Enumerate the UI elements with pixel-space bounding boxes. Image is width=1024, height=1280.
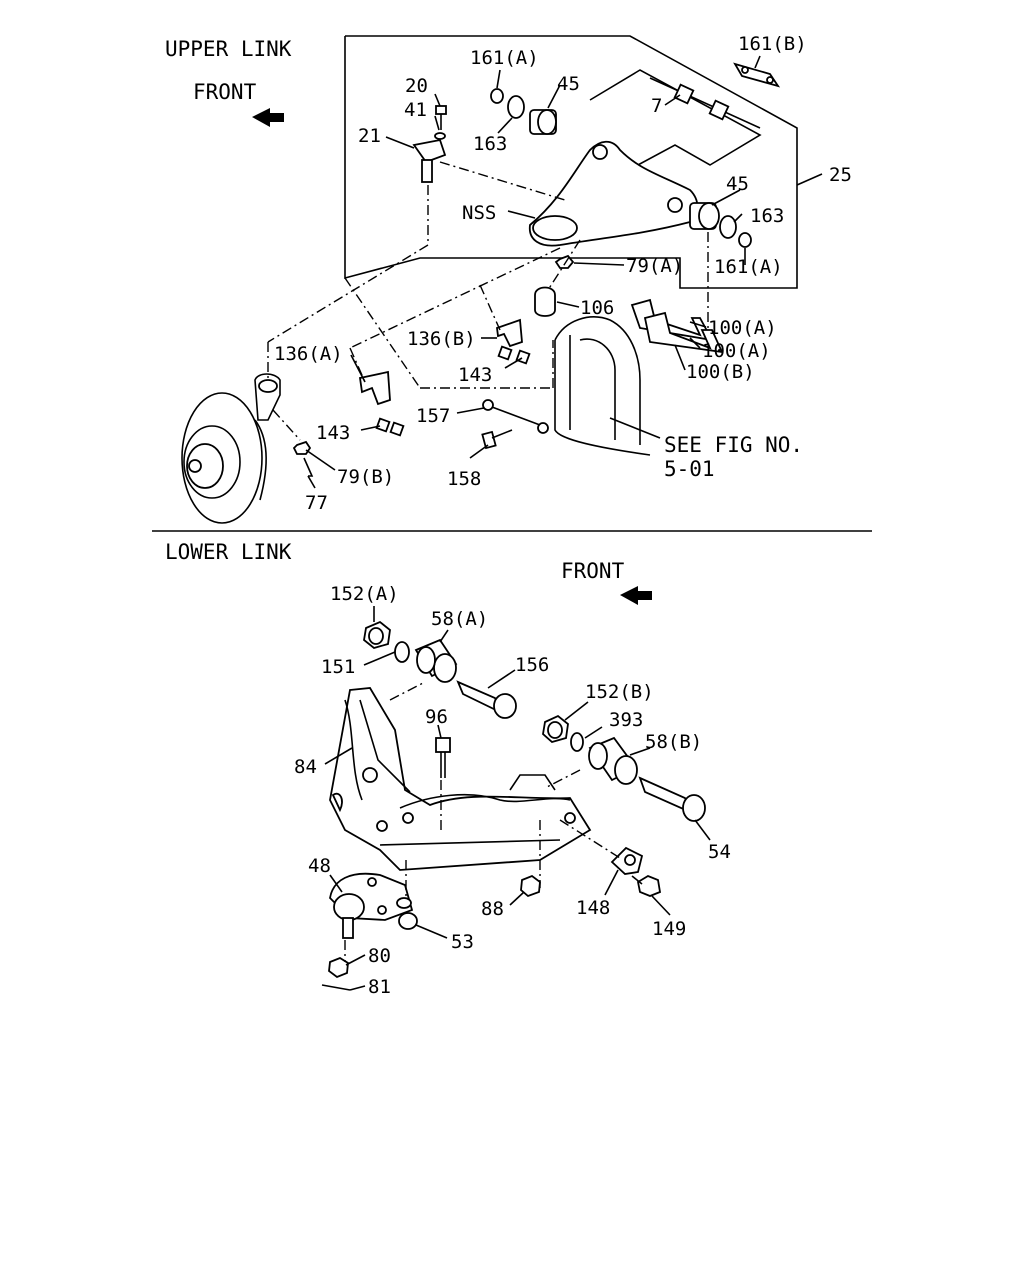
assembly-25-outline bbox=[344, 35, 798, 289]
label-21: 21 bbox=[358, 125, 381, 147]
bushing-45-top bbox=[529, 109, 557, 135]
label-136a: 136(A) bbox=[274, 343, 343, 365]
nut-152a bbox=[363, 620, 391, 649]
nut-88 bbox=[520, 874, 541, 898]
lower-front-arrow-icon bbox=[620, 586, 652, 605]
label-45-top: 45 bbox=[557, 73, 580, 95]
bolt-158 bbox=[481, 429, 513, 450]
label-54: 54 bbox=[708, 841, 731, 863]
label-58b: 58(B) bbox=[645, 731, 702, 753]
lower-front-label: FRONT bbox=[561, 559, 625, 583]
label-77: 77 bbox=[305, 492, 328, 514]
label-158: 158 bbox=[447, 468, 481, 490]
label-151: 151 bbox=[321, 656, 355, 678]
bolt-53 bbox=[396, 897, 418, 930]
assembly-inner-bracket bbox=[589, 69, 762, 181]
lower-control-arm bbox=[329, 687, 592, 871]
bump-stopper-106 bbox=[534, 286, 556, 317]
nut-80 bbox=[328, 956, 349, 979]
label-143-low: 143 bbox=[316, 422, 350, 444]
label-106: 106 bbox=[580, 297, 614, 319]
label-161a-right: 161(A) bbox=[714, 256, 783, 278]
upper-control-arm bbox=[528, 140, 699, 247]
label-20: 20 bbox=[405, 75, 428, 97]
nut-79b bbox=[292, 440, 312, 455]
label-80: 80 bbox=[368, 945, 391, 967]
nut-79a bbox=[554, 254, 575, 269]
washer-151 bbox=[394, 641, 410, 663]
label-nss: NSS bbox=[462, 202, 496, 224]
cotter-pin-81 bbox=[321, 984, 351, 991]
upper-front-label: FRONT bbox=[193, 80, 257, 104]
ball-joint-21 bbox=[412, 105, 447, 183]
label-100b: 100(B) bbox=[686, 361, 755, 383]
washer-163-right bbox=[719, 215, 737, 239]
label-163-top: 163 bbox=[473, 133, 507, 155]
label-136b: 136(B) bbox=[407, 328, 476, 350]
label-161b: 161(B) bbox=[738, 33, 807, 55]
label-163-right: 163 bbox=[750, 205, 784, 227]
label-45-right: 45 bbox=[726, 173, 749, 195]
label-100a-1: 100(A) bbox=[708, 317, 777, 339]
label-53: 53 bbox=[451, 931, 474, 953]
label-88: 88 bbox=[481, 898, 504, 920]
bolt-149 bbox=[631, 874, 662, 897]
bushing-58a bbox=[414, 638, 458, 683]
shaft-7 bbox=[649, 77, 761, 129]
label-48: 48 bbox=[308, 855, 331, 877]
label-7: 7 bbox=[651, 95, 662, 117]
label-152b: 152(B) bbox=[585, 681, 654, 703]
label-79b: 79(B) bbox=[337, 466, 394, 488]
label-58a: 58(A) bbox=[431, 608, 488, 630]
bolt-54 bbox=[638, 776, 706, 822]
nut-161a-right bbox=[738, 232, 752, 248]
label-96: 96 bbox=[425, 706, 448, 728]
knuckle-hub bbox=[181, 373, 281, 524]
lower-center-lines bbox=[344, 681, 621, 962]
clip-161b bbox=[733, 62, 781, 88]
label-149: 149 bbox=[652, 918, 686, 940]
bushing-58b bbox=[588, 736, 638, 785]
bolt-96 bbox=[435, 737, 451, 778]
label-41: 41 bbox=[404, 99, 427, 121]
label-152a: 152(A) bbox=[330, 583, 399, 605]
see-fig-line2: 5-01 bbox=[664, 457, 715, 481]
upper-front-arrow-icon bbox=[252, 108, 284, 127]
upper-center-lines bbox=[267, 161, 709, 441]
bracket-136b bbox=[496, 318, 523, 348]
bracket-148 bbox=[610, 846, 644, 875]
bolt-156 bbox=[456, 680, 517, 719]
frame-bracket bbox=[554, 316, 651, 456]
cotter-pin-77 bbox=[303, 457, 314, 477]
bolt-143-low bbox=[375, 417, 405, 437]
label-84: 84 bbox=[294, 756, 317, 778]
label-79a: 79(A) bbox=[626, 255, 683, 277]
label-156: 156 bbox=[515, 654, 549, 676]
see-fig-line1: SEE FIG NO. bbox=[664, 433, 803, 457]
bolt-143-mid bbox=[497, 345, 531, 365]
ball-joint-48 bbox=[329, 872, 414, 939]
label-25: 25 bbox=[829, 164, 852, 186]
nut-161a-top bbox=[490, 88, 504, 104]
label-143-mid: 143 bbox=[458, 364, 492, 386]
bracket-136a bbox=[358, 370, 391, 406]
washer-393 bbox=[570, 732, 584, 752]
shim-100 bbox=[630, 298, 724, 354]
label-393: 393 bbox=[609, 709, 643, 731]
nut-152b bbox=[542, 714, 569, 744]
lower-leader-lines bbox=[324, 606, 711, 991]
label-161a-top: 161(A) bbox=[470, 47, 539, 69]
rod-157 bbox=[482, 399, 549, 434]
washer-163-top bbox=[507, 95, 525, 119]
bushing-45-right bbox=[689, 202, 720, 230]
lower-link-title: LOWER LINK bbox=[165, 540, 292, 564]
upper-link-title: UPPER LINK bbox=[165, 37, 292, 61]
label-148: 148 bbox=[576, 897, 610, 919]
label-100a-2: 100(A) bbox=[702, 340, 771, 362]
upper-leader-lines bbox=[305, 55, 823, 489]
label-81: 81 bbox=[368, 976, 391, 998]
label-157: 157 bbox=[416, 405, 450, 427]
